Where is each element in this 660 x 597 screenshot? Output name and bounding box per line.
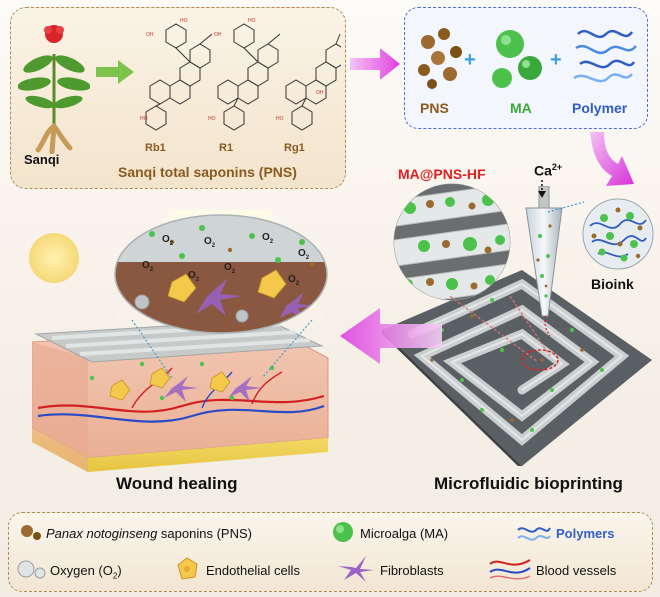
legend-panel [8, 512, 653, 592]
sun-icon [29, 233, 79, 283]
magenta-arrow-left-icon [340, 308, 442, 364]
components-illustration: + + [418, 28, 637, 89]
legend-pns-text: Panax notoginseng saponins (PNS) [46, 526, 252, 541]
sanqi-label: Sanqi [24, 152, 60, 167]
svg-text:OH: OH [316, 90, 324, 96]
printing-plate [382, 270, 652, 466]
green-arrow-icon [96, 60, 134, 84]
bioink-icon [582, 198, 654, 270]
polymer-icon [573, 29, 637, 83]
legend-blood-vessel-text: Blood vessels [536, 563, 617, 578]
printing-label: Microfluidic bioprinting [434, 474, 623, 493]
microfluidic-nozzle-icon [525, 186, 563, 336]
svg-text:HO: HO [248, 18, 256, 24]
legend-oxygen-icon [17, 560, 46, 579]
legend-fibroblast-text: Fibroblasts [380, 563, 444, 578]
magenta-arrow-right-icon [350, 48, 400, 80]
bioink-pointer-lines [547, 201, 585, 213]
component-polymer-label: Polymer [572, 100, 628, 116]
svg-text:O2: O2 [162, 234, 174, 247]
fiber-closeup-icon [393, 183, 511, 301]
legend-endothelial-icon [177, 557, 198, 580]
svg-text:HO: HO [180, 18, 188, 24]
svg-text:O2: O2 [298, 248, 310, 261]
svg-text:HO: HO [276, 116, 284, 122]
wound-closeup-icon: O2 O2 O2 O2 O2 O2 O2 O2 [114, 214, 328, 334]
svg-text:O2: O2 [288, 274, 300, 287]
svg-text:O2: O2 [188, 270, 200, 283]
svg-text:O2: O2 [142, 260, 154, 273]
legend-fibroblast-icon [338, 556, 374, 582]
calcium-ion-label: Ca2+ [534, 162, 563, 179]
legend-endothelial-text: Endothelial cells [206, 563, 300, 578]
component-ma-label: MA [510, 100, 532, 116]
svg-text:O2: O2 [204, 236, 216, 249]
compound-rg1: Rg1 [284, 142, 305, 154]
saponin-structures-icon: OH HO OH HO HO HO HO OH [140, 18, 341, 131]
svg-text:O2: O2 [262, 232, 274, 245]
legend-pns-icon [21, 525, 41, 540]
fiber-pointer-lines [449, 296, 551, 363]
closeup-pointer-lines [131, 320, 313, 379]
svg-text:OH: OH [146, 32, 154, 38]
saponins-caption: Sanqi total saponins (PNS) [118, 164, 297, 180]
svg-text:HO: HO [208, 116, 216, 122]
svg-text:HO: HO [140, 116, 148, 122]
pns-particles-icon [418, 28, 462, 89]
microalga-icon [492, 30, 542, 88]
compound-rb1: Rb1 [145, 142, 166, 154]
compound-r1: R1 [219, 142, 234, 154]
svg-text:+: + [464, 49, 476, 71]
svg-text:+: + [550, 49, 562, 71]
magenta-arrow-down-icon [590, 132, 634, 186]
legend-oxygen-text: Oxygen (O2) [50, 563, 122, 581]
svg-text:OH: OH [214, 32, 222, 38]
component-pns-label: PNS [420, 100, 449, 116]
wound-healing-label: Wound healing [116, 474, 238, 493]
legend-polymers-text: Polymers [556, 526, 615, 541]
legend-polymers-icon [517, 527, 551, 541]
sanqi-plant-icon [18, 25, 90, 154]
legend-microalga-icon [333, 522, 353, 542]
bioink-label: Bioink [591, 276, 634, 292]
svg-text:O2: O2 [224, 262, 236, 275]
legend-microalga-text: Microalga (MA) [360, 526, 449, 541]
legend-blood-vessel-icon [489, 559, 531, 580]
fiber-label: MA@PNS-HF [398, 166, 486, 182]
calcium-arrow-icon [538, 180, 546, 198]
